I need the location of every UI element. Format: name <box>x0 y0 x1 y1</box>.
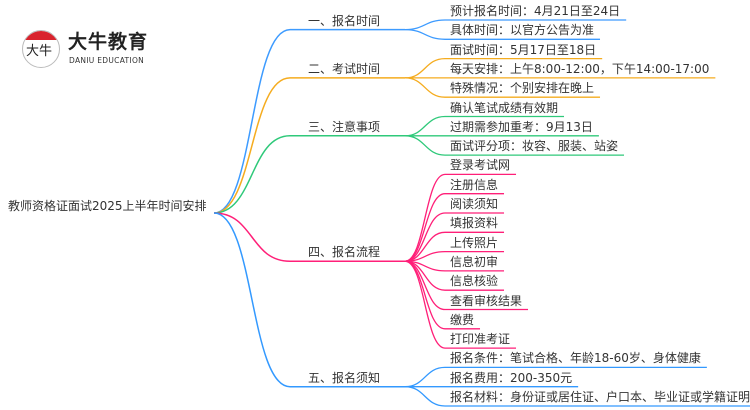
leaf-connector <box>404 212 505 262</box>
leaf-node[interactable]: 预计报名时间：4月21日至24日 <box>450 4 621 18</box>
leaf-node[interactable]: 报名条件：笔试合格、年龄18-60岁、身体健康 <box>450 351 701 366</box>
daniu-logo: 大牛 大牛教育 DANIU EDUCATION <box>22 28 172 72</box>
leaf-connector <box>404 19 627 31</box>
leaf-connector <box>404 366 707 388</box>
branch-node[interactable]: 二、考试时间 <box>308 61 381 76</box>
branch-connector <box>213 212 405 262</box>
leaf-connector <box>404 386 750 407</box>
leaf-node[interactable]: 登录考试网 <box>450 158 511 173</box>
leaf-node[interactable]: 面试时间：5月17日至18日 <box>450 42 597 57</box>
leaf-connector <box>404 115 565 137</box>
leaf-connector <box>404 57 603 79</box>
leaf-node[interactable]: 特殊情况：个别安排在晚上 <box>450 81 595 96</box>
leaf-node[interactable]: 阅读须知 <box>450 197 499 211</box>
branch-node[interactable]: 四、报名流程 <box>308 245 381 260</box>
branch-connector <box>213 28 405 214</box>
leaf-node[interactable]: 确认笔试成绩有效期 <box>450 100 559 115</box>
leaf-node[interactable]: 报名费用：200-350元 <box>450 370 573 385</box>
leaf-node[interactable]: 报名材料：身份证或居住证、户口本、毕业证或学籍证明 <box>450 390 750 404</box>
leaf-connector <box>404 250 505 262</box>
leaf-node[interactable]: 查看审核结果 <box>450 293 523 308</box>
leaf-node[interactable]: 缴费 <box>450 312 475 327</box>
branch-node[interactable]: 三、注意事项 <box>308 119 381 134</box>
branch-node[interactable]: 五、报名须知 <box>308 370 381 385</box>
branch-connector <box>213 135 405 214</box>
leaf-node[interactable]: 每天安排：上午8:00-12:00，下午14:00-17:00 <box>450 61 710 76</box>
leaf-connector <box>404 260 517 349</box>
logo-mark: 大牛 <box>22 30 60 68</box>
root-node[interactable]: 教师资格证面试2025上半年时间安排 <box>8 199 207 213</box>
logo-name: 大牛教育 <box>68 31 149 53</box>
leaf-connector <box>404 135 625 156</box>
branch-connector <box>213 77 405 214</box>
leaf-node[interactable]: 打印准考证 <box>450 332 511 347</box>
leaf-connector <box>404 29 601 40</box>
leaf-node[interactable]: 具体时间：以官方公告为准 <box>450 23 595 38</box>
leaf-node[interactable]: 信息初审 <box>450 254 499 269</box>
branch-connector <box>213 212 405 388</box>
leaf-connector <box>404 77 601 98</box>
leaf-connector <box>404 173 517 262</box>
leaf-node[interactable]: 面试评分项：妆容、服装、站姿 <box>450 139 619 154</box>
leaf-node[interactable]: 信息核验 <box>450 274 499 289</box>
branch-node[interactable]: 一、报名时间 <box>308 13 381 28</box>
leaf-node[interactable]: 上传照片 <box>450 235 499 250</box>
leaf-node[interactable]: 注册信息 <box>450 177 499 192</box>
leaf-node[interactable]: 填报资料 <box>450 216 499 231</box>
leaf-connector <box>404 193 505 262</box>
leaf-node[interactable]: 过期需参加重考：9月13日 <box>450 119 593 134</box>
logo-subtitle: DANIU EDUCATION <box>69 56 145 65</box>
